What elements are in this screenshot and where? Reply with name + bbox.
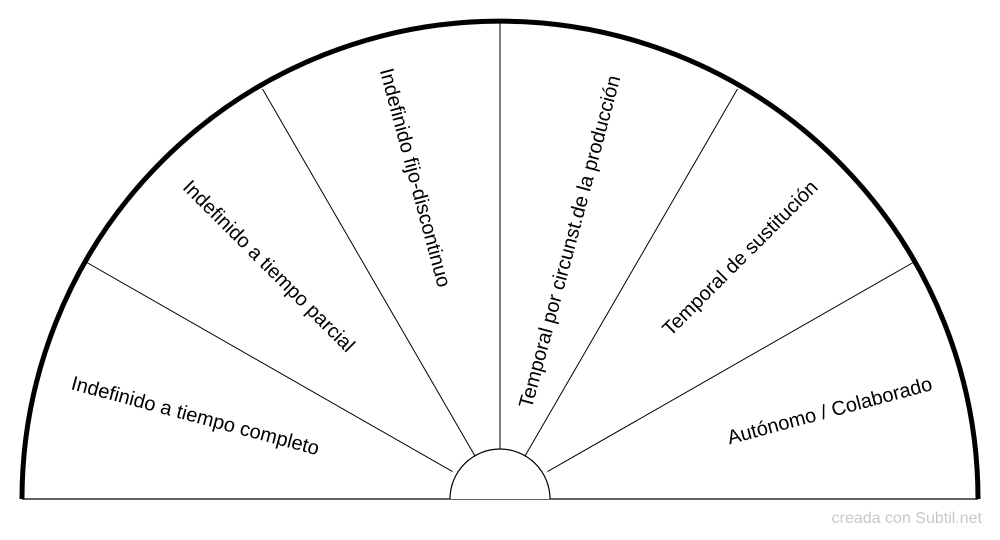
center-hub xyxy=(449,448,551,500)
divider-line-2 xyxy=(262,88,476,457)
divider-line-4 xyxy=(524,88,738,457)
divider-line-5 xyxy=(547,261,915,473)
outer-arc xyxy=(19,18,981,500)
segment-dividers xyxy=(85,21,915,473)
divider-line-1 xyxy=(85,261,453,473)
credit-watermark: creada con Subtil.net xyxy=(831,510,982,527)
